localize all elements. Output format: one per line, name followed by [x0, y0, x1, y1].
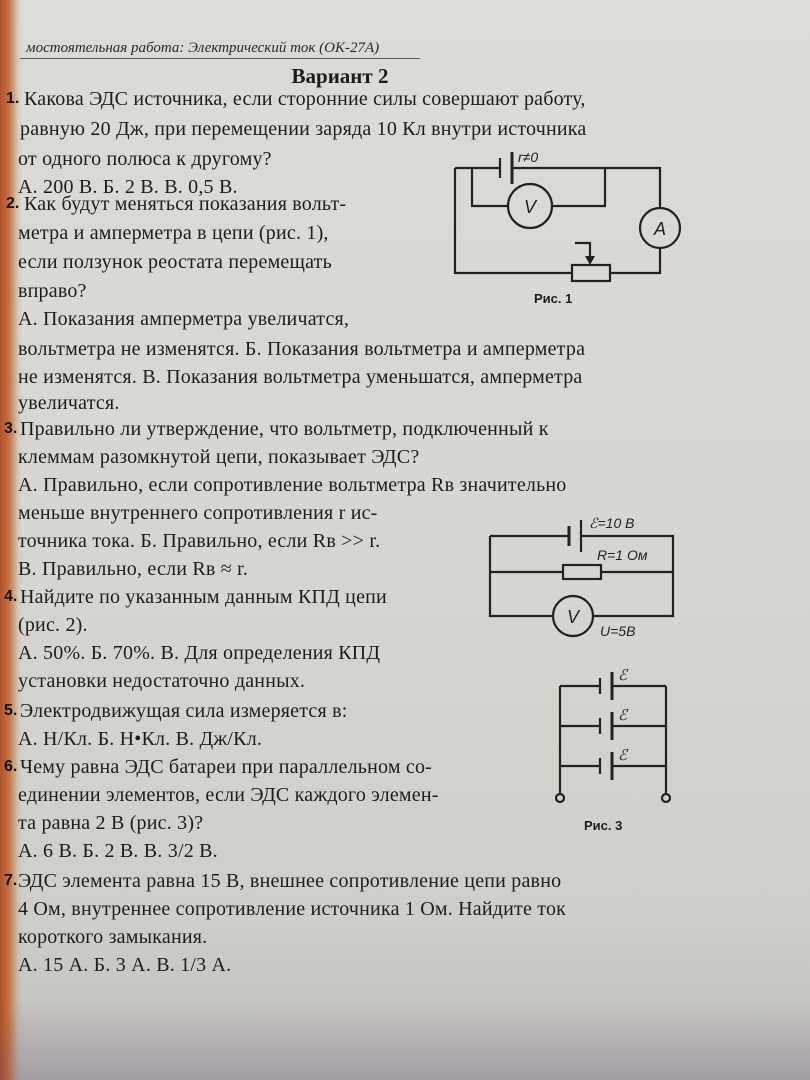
- question-6-line-2: единении элементов, если ЭДС каждого эле…: [18, 784, 439, 806]
- question-7-line-3: короткого замыкания.: [18, 926, 208, 948]
- question-7-line-2: 4 Ом, внутреннее сопротивление источника…: [18, 898, 567, 920]
- fig2-r-label: R=1 Ом: [597, 547, 648, 563]
- fig2-u-label: U=5В: [600, 623, 635, 639]
- variant-title: Вариант 2: [291, 64, 389, 88]
- fig1-r-label: r≠0: [518, 149, 538, 165]
- fig3-emf-label-3: ℰ: [618, 746, 629, 764]
- question-6-answers: А. 6 В. Б. 2 В. В. 3/2 В.: [18, 840, 218, 862]
- question-7-line-1: ЭДС элемента равна 15 В, внешнее сопроти…: [18, 870, 562, 892]
- question-1-line-2: равную 20 Дж, при перемещении заряда 10 …: [20, 118, 587, 140]
- question-1-line-1: Какова ЭДС источника, если сторонние сил…: [24, 88, 586, 110]
- question-5-answers: А. Н/Кл. Б. Н•Кл. В. Дж/Кл.: [18, 728, 263, 750]
- question-2-answer-a: А. Показания амперметра увеличатся,: [18, 308, 350, 330]
- question-5-number: 5.: [4, 702, 18, 719]
- question-2-number: 2.: [6, 195, 20, 212]
- question-2-line-3: если ползунок реостата перемещать: [18, 251, 332, 273]
- question-2-line-2: метра и амперметра в цепи (рис. 1),: [18, 222, 329, 244]
- fig2-emf-label: ℰ=10 В: [589, 515, 634, 531]
- question-4-line-2: (рис. 2).: [18, 614, 88, 636]
- fig1-voltmeter-label: V: [524, 197, 538, 217]
- question-4-line-1: Найдите по указанным данным КПД цепи: [20, 586, 387, 608]
- fig3-emf-label-1: ℰ: [618, 666, 629, 684]
- question-7-number: 7.: [4, 872, 18, 889]
- question-7-answers: А. 15 А. Б. 3 А. В. 1/3 А.: [18, 954, 232, 976]
- question-1-number: 1.: [6, 90, 20, 107]
- question-3-answer-b: точника тока. Б. Правильно, если Rв >> r…: [18, 530, 381, 552]
- question-2-answer-line-4: увеличатся.: [18, 392, 120, 414]
- question-2-line-1: Как будут меняться показания вольт-: [24, 193, 347, 215]
- figure-3-circuit: ℰ ℰ ℰ: [554, 666, 672, 804]
- figure-2-circuit: V ℰ=10 В R=1 Ом U=5В: [488, 515, 675, 639]
- question-2-line-4: вправо?: [18, 280, 87, 302]
- fig1-ammeter-label: A: [653, 219, 666, 239]
- question-1-answers: А. 200 В. Б. 2 В. В. 0,5 В.: [18, 176, 238, 198]
- bottom-shadow: [0, 1000, 810, 1080]
- question-6-line-1: Чему равна ЭДС батареи при параллельном …: [20, 756, 433, 778]
- figure-3-caption: Рис. 3: [584, 818, 623, 833]
- question-1-line-3: от одного полюса к другому?: [18, 148, 272, 170]
- question-6-line-3: та равна 2 В (рис. 3)?: [18, 812, 204, 834]
- question-3-answer-c: В. Правильно, если Rв ≈ r.: [18, 558, 249, 580]
- figure-1-circuit: V A r≠0: [453, 149, 682, 283]
- question-3-number: 3.: [4, 420, 18, 437]
- question-4-number: 4.: [4, 588, 18, 605]
- rheostat-slider-arrow: [585, 256, 595, 265]
- header-rule: [20, 58, 420, 59]
- fig3-emf-label-2: ℰ: [618, 706, 629, 724]
- question-3-answer-line-2: меньше внутреннего сопротивления r ис-: [18, 502, 378, 524]
- question-2-answer-line-3: не изменятся. В. Показания вольтметра ум…: [18, 366, 583, 388]
- figure-1-caption: Рис. 1: [534, 291, 573, 306]
- fig2-voltmeter-label: V: [567, 607, 581, 627]
- document-header: мостоятельная работа: Электрический ток …: [26, 40, 380, 56]
- question-2-answer-line-2: вольтметра не изменятся. Б. Показания во…: [18, 338, 586, 360]
- question-3-line-1: Правильно ли утверждение, что вольтметр,…: [20, 418, 549, 440]
- page-edge-shadow: [0, 0, 22, 1080]
- question-5-line-1: Электродвижущая сила измеряется в:: [20, 700, 348, 722]
- question-6-number: 6.: [4, 758, 18, 775]
- question-3-answer-a: А. Правильно, если сопротивление вольтме…: [18, 474, 567, 496]
- question-3-line-2: клеммам разомкнутой цепи, показывает ЭДС…: [18, 446, 420, 468]
- question-4-answers: А. 50%. Б. 70%. В. Для определения КПД: [18, 642, 381, 664]
- question-4-answers-line-2: установки недостаточно данных.: [18, 670, 306, 692]
